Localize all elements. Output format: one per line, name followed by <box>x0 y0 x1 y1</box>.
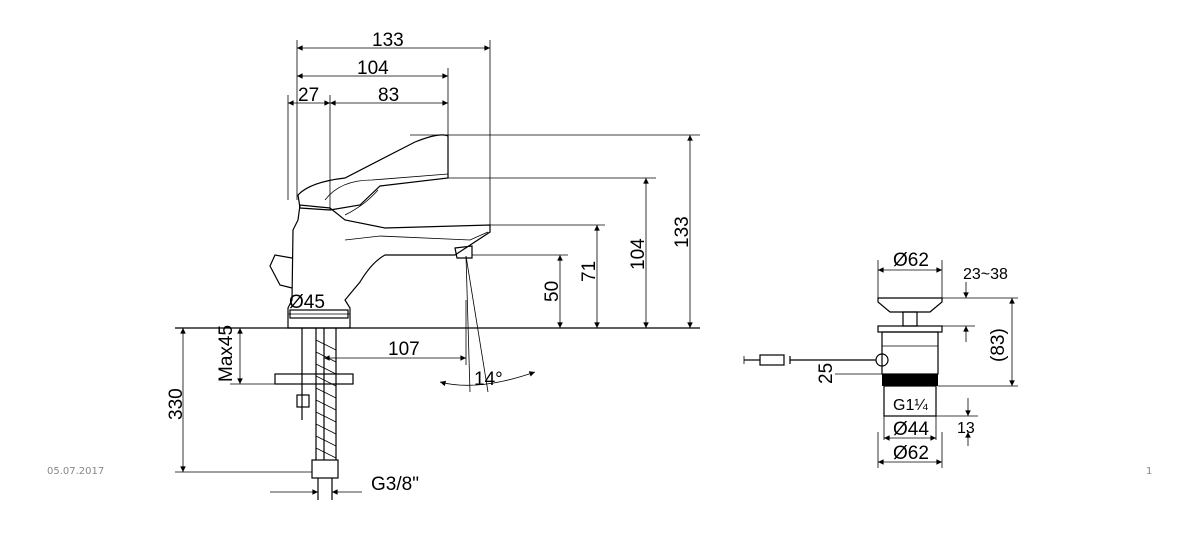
drain-bottom-height: 13 <box>957 420 975 437</box>
drain-offset: 25 <box>816 363 837 384</box>
dim-offset-83: 83 <box>378 85 399 106</box>
dim-height-71: 71 <box>579 261 600 282</box>
faucet-width-dimensions <box>287 40 491 228</box>
drain-range: 23~38 <box>963 266 1008 283</box>
dim-hose-length: 330 <box>166 388 187 420</box>
dim-thread: G3/8" <box>371 474 419 495</box>
drain-thread: G1¼ <box>893 397 928 414</box>
dim-height-50: 50 <box>542 281 563 302</box>
drain-height: (83) <box>988 328 1009 362</box>
footer-page-number: 1 <box>1146 466 1153 477</box>
drain-bottom-diameter: Ø62 <box>893 443 929 464</box>
dim-height-total: 133 <box>672 216 693 248</box>
dim-max-thickness: Max45 <box>216 325 237 382</box>
faucet-height-dimensions <box>410 134 700 329</box>
dim-height-104: 104 <box>628 238 649 270</box>
footer-date: 05.07.2017 <box>47 466 105 477</box>
dim-reach: 107 <box>388 339 420 360</box>
faucet-drawing <box>175 134 700 500</box>
dim-base-diameter: Ø45 <box>289 292 325 313</box>
drain-top-diameter: Ø62 <box>893 250 929 271</box>
dim-width-total: 133 <box>372 30 404 51</box>
drain-inner-diameter: Ø44 <box>893 419 929 440</box>
dim-width-spout: 104 <box>357 58 389 79</box>
dim-angle: 14° <box>474 369 503 390</box>
dim-offset-27: 27 <box>298 85 319 106</box>
